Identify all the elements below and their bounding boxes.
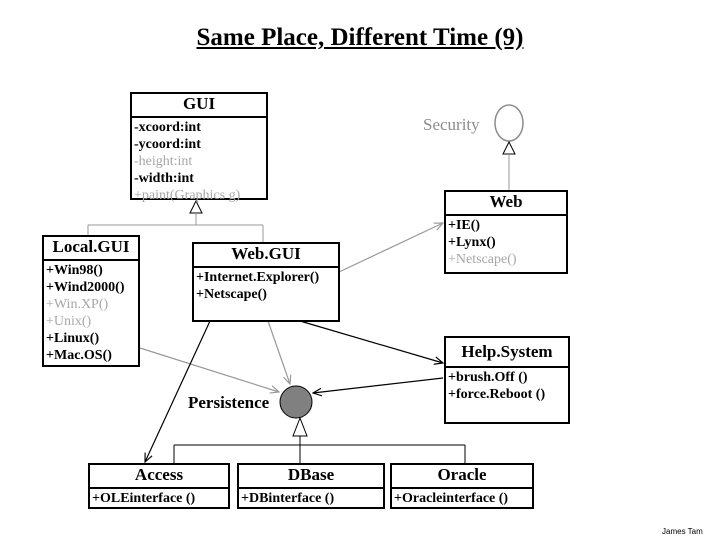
web-methods: +IE() +Lynx() +Netscape() [446, 216, 566, 268]
gui-method-paint: +paint(Graphics g) [134, 188, 241, 203]
webgui-to-web-association [338, 223, 443, 273]
helpsystem-class-box: Help.System +brush.Off () +force.Reboot … [444, 336, 570, 424]
access-class-name: Access [90, 465, 228, 489]
author-footer: James Tam [662, 527, 703, 536]
localgui-method-linux: +Linux() [46, 331, 100, 346]
dbase-method-dbinterface: +DBinterface () [241, 491, 335, 506]
helpsystem-methods: +brush.Off () +force.Reboot () [446, 368, 568, 403]
gui-attr-xcoord: -xcoord:int [134, 120, 201, 135]
web-class-name: Web [446, 192, 566, 216]
access-class-box: Access +OLEinterface () [88, 463, 230, 509]
gui-attr-height: -height:int [134, 154, 193, 169]
oracle-class-box: Oracle +Oracleinterface () [390, 463, 534, 509]
localgui-method-unix: +Unix() [46, 314, 92, 329]
access-methods: +OLEinterface () [90, 489, 228, 507]
gui-inheritance-connector [87, 199, 264, 243]
oracle-method-oracleinterface: +Oracleinterface () [394, 491, 509, 506]
gui-attributes: -xcoord:int -ycoord:int -height:int -wid… [132, 118, 266, 204]
webgui-method-internet-explorer: +Internet.Explorer() [196, 270, 320, 285]
localgui-class-name: Local.GUI [44, 237, 138, 261]
webgui-to-helpsystem-association [299, 320, 443, 363]
slide-title: Same Place, Different Time (9) [196, 24, 524, 51]
helpsystem-class-name: Help.System [446, 338, 568, 368]
webgui-to-access-association [145, 320, 211, 462]
gui-class-box: GUI -xcoord:int -ycoord:int -height:int … [130, 92, 268, 203]
dbase-class-box: DBase +DBinterface () [237, 463, 385, 509]
persistence-interface-circle [279, 385, 313, 419]
web-class-box: Web +IE() +Lynx() +Netscape() [444, 190, 568, 274]
localgui-to-persistence-association [139, 347, 279, 392]
web-method-ie: +IE() [448, 218, 481, 233]
localgui-method-win98: +Win98() [46, 263, 103, 278]
gui-attr-width: -width:int [134, 171, 194, 186]
helpsystem-to-persistence-association [313, 377, 444, 393]
localgui-methods: +Win98() +Wind2000() +Win.XP() +Unix() +… [44, 261, 138, 364]
web-method-netscape: +Netscape() [448, 252, 517, 267]
web-method-lynx: +Lynx() [448, 235, 496, 250]
webgui-class-name: Web.GUI [194, 244, 338, 268]
dbase-class-name: DBase [239, 465, 383, 489]
gui-attr-ycoord: -ycoord:int [134, 137, 201, 152]
security-realization-connector [494, 104, 524, 191]
localgui-method-winxp: +Win.XP() [46, 297, 109, 312]
security-interface-circle [494, 104, 524, 142]
webgui-class-box: Web.GUI +Internet.Explorer() +Netscape() [192, 242, 340, 322]
webgui-to-persistence-association [267, 320, 290, 384]
oracle-methods: +Oracleinterface () [392, 489, 532, 507]
oracle-class-name: Oracle [392, 465, 532, 489]
localgui-method-macos: +Mac.OS() [46, 348, 112, 363]
helpsystem-method-forcereboot: +force.Reboot () [448, 387, 546, 402]
persistence-realization-connector [173, 385, 466, 463]
dbase-methods: +DBinterface () [239, 489, 383, 507]
security-interface-label: Security [423, 115, 480, 134]
webgui-methods: +Internet.Explorer() +Netscape() [194, 268, 338, 303]
helpsystem-method-brushoff: +brush.Off () [448, 370, 528, 385]
webgui-method-netscape: +Netscape() [196, 287, 267, 302]
localgui-class-box: Local.GUI +Win98() +Wind2000() +Win.XP()… [42, 235, 140, 367]
gui-class-name: GUI [132, 94, 266, 118]
access-method-oleinterface: +OLEinterface () [92, 491, 196, 506]
persistence-interface-label: Persistence [188, 393, 270, 412]
localgui-method-wind2000: +Wind2000() [46, 280, 125, 295]
